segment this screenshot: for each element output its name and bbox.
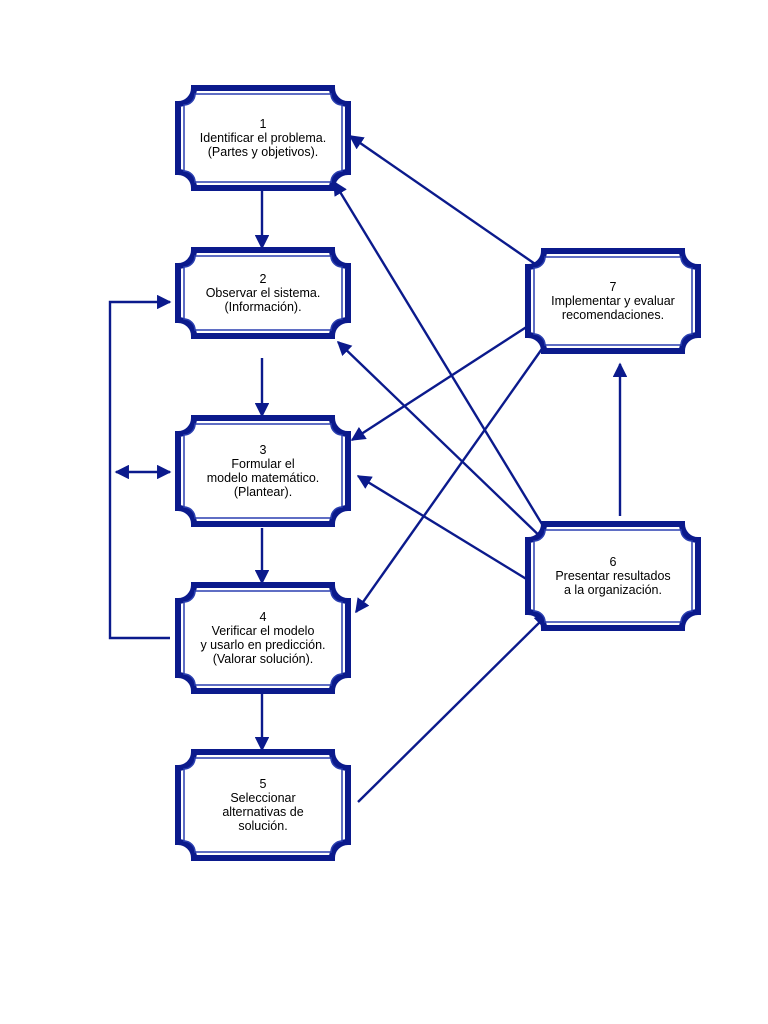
node-text-line: a la organización. — [564, 583, 662, 597]
node-frame-inner — [183, 590, 343, 686]
node-text-line: (Partes y objetivos). — [208, 145, 318, 159]
node-text-line: Formular el — [231, 457, 294, 471]
node-frame-inner — [183, 423, 343, 519]
node-number: 5 — [260, 777, 267, 791]
node-text-line: modelo matemático. — [207, 471, 320, 485]
node-text-line: Implementar y evaluar — [551, 294, 675, 308]
edge-5-to-6 — [357, 612, 550, 803]
node-frame — [175, 415, 351, 527]
node-number: 6 — [610, 555, 617, 569]
node-text-line: (Plantear). — [234, 485, 292, 499]
node-number: 4 — [260, 610, 267, 624]
node-number: 7 — [610, 280, 617, 294]
edge-6-to-3 — [356, 474, 529, 582]
node-frame-inner — [183, 93, 343, 183]
edges-layer — [108, 135, 628, 803]
node-frame — [175, 85, 351, 191]
node-frame-inner — [183, 255, 343, 331]
node-text-line: solución. — [238, 819, 287, 833]
node-frame — [525, 248, 701, 354]
node-frame — [175, 247, 351, 339]
edge-6-to-2 — [336, 341, 549, 545]
node-text-line: (Valorar solución). — [213, 652, 314, 666]
node-number: 2 — [260, 272, 267, 286]
node-text-line: (Información). — [224, 300, 301, 314]
edge-7-to-1 — [348, 135, 539, 267]
node-text-line: Seleccionar — [230, 791, 295, 805]
edge-7-to-4 — [355, 345, 545, 614]
node-frame — [525, 521, 701, 631]
node-text-line: Observar el sistema. — [206, 286, 321, 300]
node-frame — [175, 749, 351, 861]
node-text-line: y usarlo en predicción. — [200, 638, 325, 652]
node-frame-inner — [533, 529, 693, 623]
node-text-line: alternativas de — [222, 805, 303, 819]
node-number: 1 — [260, 117, 267, 131]
node-text-line: Verificar el modelo — [212, 624, 315, 638]
node-frame-inner — [183, 757, 343, 853]
node-text-line: Identificar el problema. — [200, 131, 326, 145]
node-frame-inner — [533, 256, 693, 346]
node-number: 3 — [260, 443, 267, 457]
edge-7-to-3 — [350, 324, 529, 442]
edge-6-to-1 — [332, 180, 550, 535]
edge-4-to-2 — [108, 294, 172, 640]
node-text-line: recomendaciones. — [562, 308, 664, 322]
node-text-line: Presentar resultados — [555, 569, 670, 583]
node-frame — [175, 582, 351, 694]
